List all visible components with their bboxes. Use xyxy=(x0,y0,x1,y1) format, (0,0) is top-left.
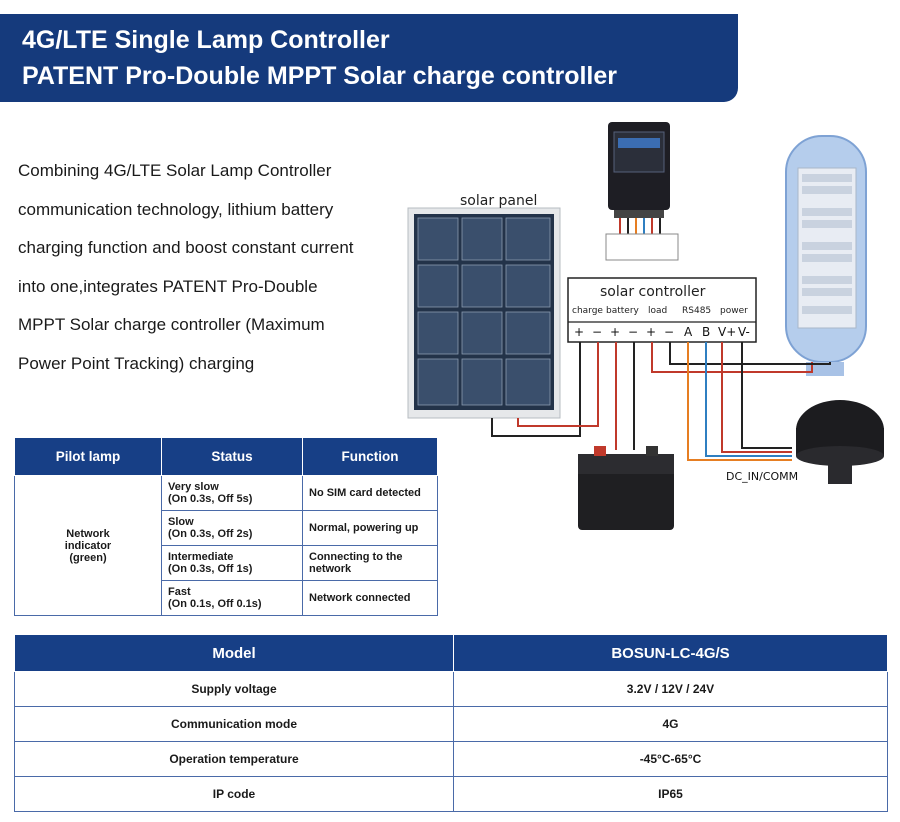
spec-name: Supply voltage xyxy=(14,671,454,707)
intro-paragraph: Combining 4G/LTE Solar Lamp Controller c… xyxy=(18,152,418,383)
terminal-symbol: − xyxy=(664,325,674,339)
title-banner: 4G/LTE Single Lamp Controller PATENT Pro… xyxy=(0,14,738,102)
spec-name: Operation temperature xyxy=(14,741,454,777)
solar-panel-label: solar panel xyxy=(460,193,537,209)
terminal-group-load: load xyxy=(648,306,667,316)
table-row: Intermediate(On 0.3s, Off 1s) Connecting… xyxy=(15,545,438,581)
lamp-color: (green) xyxy=(69,551,107,564)
terminal-symbol: V- xyxy=(738,325,750,339)
table-row: Slow(On 0.3s, Off 2s) Normal, powering u… xyxy=(15,510,438,546)
table-row: Operation temperature -45°C-65°C xyxy=(14,741,888,777)
table-row: Supply voltage 3.2V / 12V / 24V xyxy=(14,671,888,707)
dc-in-label: DC_IN/COMM xyxy=(726,470,798,483)
terminal-symbol: + xyxy=(610,325,620,339)
terminal-symbol: − xyxy=(628,325,638,339)
title-line-2: PATENT Pro-Double MPPT Solar charge cont… xyxy=(22,62,617,90)
spec-table: Model BOSUN-LC-4G/S Supply voltage 3.2V … xyxy=(14,634,888,812)
terminal-symbol: + xyxy=(574,325,584,339)
terminal-symbol: B xyxy=(702,325,710,339)
spec-header-row: Model BOSUN-LC-4G/S xyxy=(14,634,888,672)
spec-value: 4G xyxy=(453,706,888,742)
header-pilot-lamp: Pilot lamp xyxy=(14,437,162,476)
header-status: Status xyxy=(161,437,303,476)
title-line-1: 4G/LTE Single Lamp Controller xyxy=(22,26,390,54)
pilot-lamp-table: Pilot lamp Status Function Network indic… xyxy=(14,437,438,616)
header-function: Function xyxy=(302,437,438,476)
spec-name: IP code xyxy=(14,776,454,812)
spec-value: IP65 xyxy=(453,776,888,812)
intro-line: Power Point Tracking) charging xyxy=(18,353,255,373)
status-cell: Slow(On 0.3s, Off 2s) xyxy=(161,510,303,546)
header-model-value: BOSUN-LC-4G/S xyxy=(453,634,888,672)
terminal-group-power: power xyxy=(720,306,748,316)
terminal-symbol: + xyxy=(646,325,656,339)
table-row: Network indicator (green) Very slow(On 0… xyxy=(14,475,438,616)
terminal-group-rs485: RS485 xyxy=(682,306,711,316)
sensor-module-icon xyxy=(796,400,884,484)
wiring-diagram: solar panel solar controller charge bat xyxy=(407,122,884,530)
function-cell: Network connected xyxy=(302,580,438,616)
function-cell: Normal, powering up xyxy=(302,510,438,546)
lamp-name: Network xyxy=(66,527,110,540)
intro-line: into one,integrates PATENT Pro-Double xyxy=(18,276,318,296)
table-row: Communication mode 4G xyxy=(14,706,888,742)
spec-value: -45°C-65°C xyxy=(453,741,888,777)
lamp-name: indicator xyxy=(64,539,112,552)
terminal-block xyxy=(567,277,757,343)
table-row: Fast(On 0.1s, Off 0.1s) Network connecte… xyxy=(15,580,438,616)
terminal-symbol: V+ xyxy=(718,325,736,339)
intro-line: communication technology, lithium batter… xyxy=(18,199,334,219)
intro-line: charging function and boost constant cur… xyxy=(18,238,354,257)
header-model: Model xyxy=(14,634,454,672)
terminal-symbol: − xyxy=(592,325,602,339)
spec-value: 3.2V / 12V / 24V xyxy=(453,671,888,707)
status-cell: Intermediate(On 0.3s, Off 1s) xyxy=(161,545,303,581)
lamp-cell: Network indicator (green) xyxy=(14,475,162,616)
terminal-group-battery: battery xyxy=(606,306,640,316)
status-cell: Fast(On 0.1s, Off 0.1s) xyxy=(161,580,303,616)
battery-icon xyxy=(578,446,674,530)
table-row: IP code IP65 xyxy=(14,776,888,812)
terminal-symbol: A xyxy=(684,325,693,339)
street-lamp-icon xyxy=(785,135,867,376)
intro-line: MPPT Solar charge controller (Maximum xyxy=(18,315,325,334)
pilot-table-header-row: Pilot lamp Status Function xyxy=(14,437,438,476)
solar-controller-label: solar controller xyxy=(600,284,706,300)
intro-line: Combining 4G/LTE Solar Lamp Controller xyxy=(18,161,332,180)
controller-device-icon xyxy=(605,122,679,261)
terminal-symbols: + − + − + − A B V+ V- xyxy=(574,325,750,339)
terminal-group-charge: charge xyxy=(572,306,603,316)
wires xyxy=(491,342,831,461)
solar-panel-icon xyxy=(407,207,561,419)
status-cell: Very slow(On 0.3s, Off 5s) xyxy=(161,475,303,511)
function-cell: No SIM card detected xyxy=(302,475,438,511)
spec-name: Communication mode xyxy=(14,706,454,742)
